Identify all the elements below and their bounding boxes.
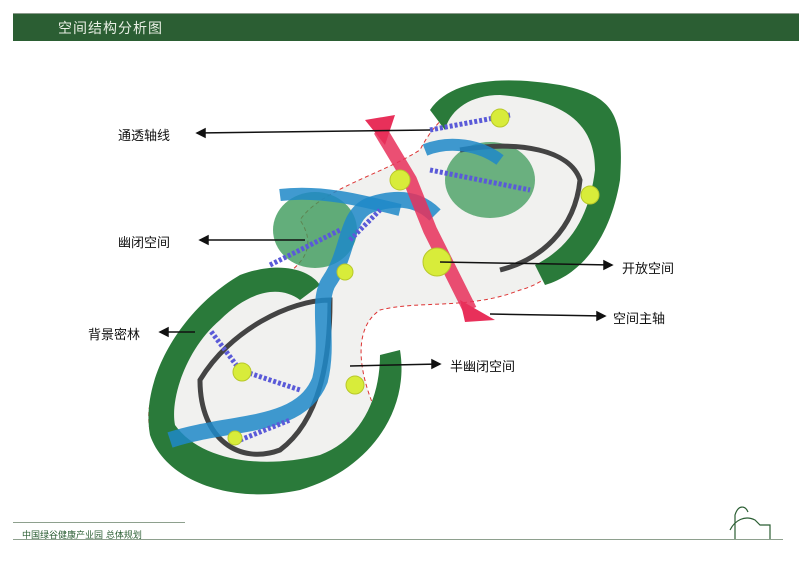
main-axis-arrow-end: [460, 300, 495, 322]
forest-band-north: [430, 80, 621, 285]
label-through-axis: 通透轴线: [118, 129, 171, 144]
ring-road-north: [459, 143, 583, 273]
node: [345, 375, 365, 395]
water-channel-north: [279, 187, 402, 216]
page-title: 空间结构分析图: [58, 21, 163, 37]
label-main-axis: 空间主轴: [613, 312, 666, 327]
label-enclosed-space: 幽闭空间: [118, 236, 171, 251]
label-semi-enclosed-space: 半幽闭空间: [450, 360, 516, 375]
water-channel-east: [422, 138, 504, 165]
forest-band-south: [148, 267, 402, 495]
node: [580, 185, 600, 205]
through-axis: [348, 208, 382, 242]
header-bar: 空间结构分析图: [13, 13, 799, 41]
through-axis: [429, 167, 531, 193]
footer-text: 中国绿谷健康产业园 总体规划: [22, 531, 142, 541]
label-open-space: 开放空间: [622, 262, 675, 277]
logo-icon: [729, 506, 771, 540]
through-axis: [239, 417, 291, 443]
node: [227, 430, 243, 446]
label-background-forest: 背景密林: [88, 328, 141, 343]
footer-rule-top: [13, 522, 185, 523]
through-axis: [268, 227, 342, 268]
node: [232, 362, 252, 382]
main-axis: [373, 126, 477, 314]
node: [389, 169, 411, 191]
footer-rule-bottom: [13, 539, 783, 540]
node: [490, 108, 510, 128]
through-axis: [208, 328, 242, 372]
node: [336, 263, 354, 281]
